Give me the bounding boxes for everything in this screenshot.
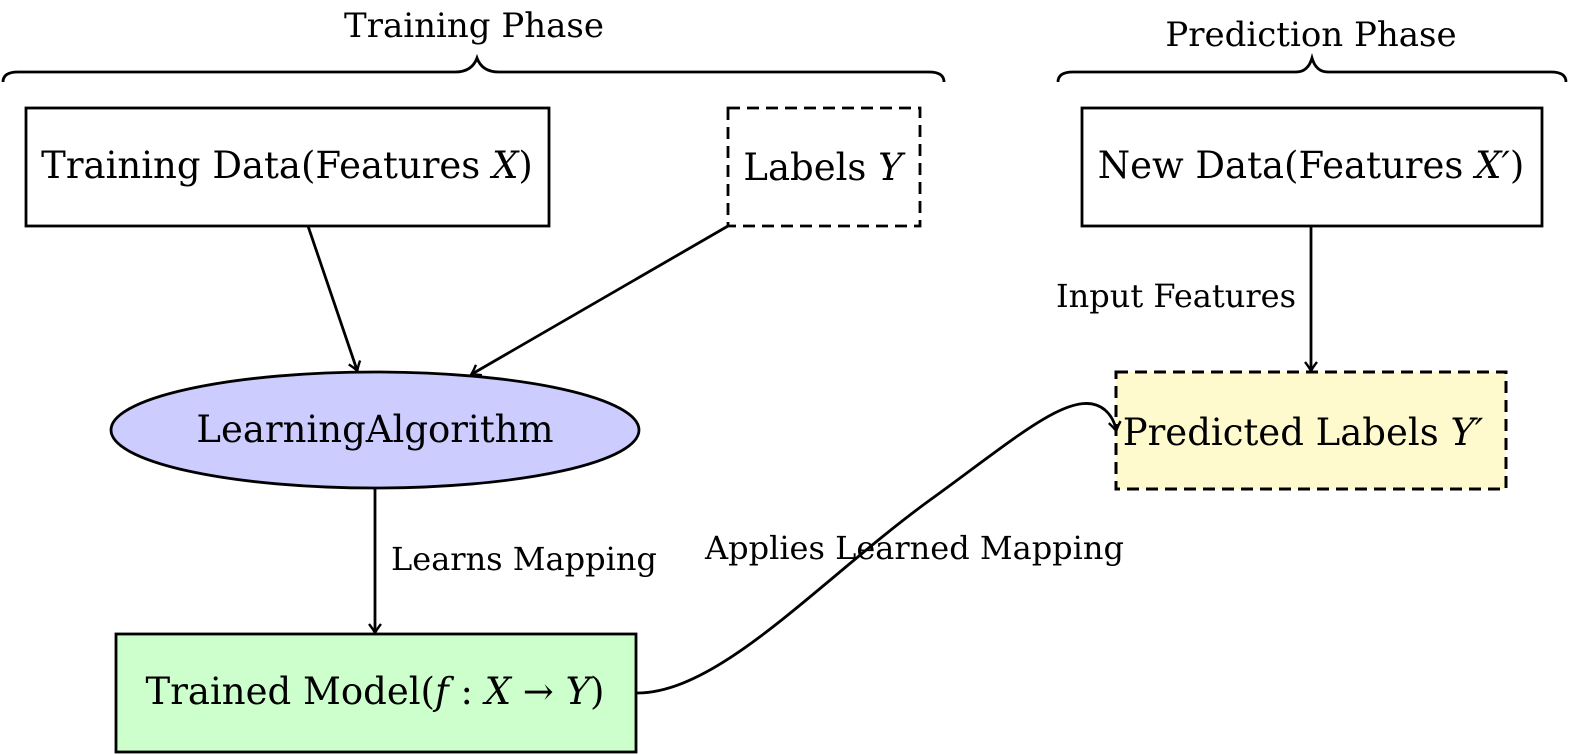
new-data-node (1080, 106, 1544, 228)
training-data-label: Training Data(Features X) (41, 144, 533, 187)
prediction-phase-label: Prediction Phase (1165, 15, 1456, 55)
edge-model-to-predicted (636, 402, 1122, 695)
learning-algorithm-node (109, 370, 641, 490)
prediction-phase-brace (1056, 52, 1568, 83)
training-data-node (24, 106, 551, 228)
new-data-label: New Data(Features X′) (1098, 144, 1525, 187)
trained-model-label: Trained Model(f : X → Y) (146, 670, 605, 713)
learning-algorithm-label: LearningAlgorithm (196, 408, 553, 451)
training-phase-brace (1, 53, 946, 83)
learns-mapping-label: Learns Mapping (391, 540, 657, 578)
edge-labels-to-algorithm (468, 224, 729, 377)
predicted-labels-node (1114, 370, 1508, 491)
input-features-label: Input Features (1056, 277, 1296, 315)
trained-model-node (114, 632, 638, 754)
labels-label: Labels Y (743, 146, 906, 189)
labels-node (726, 106, 922, 228)
applies-mapping-label: Applies Learned Mapping (704, 529, 1124, 567)
training-phase-label: Training Phase (344, 6, 604, 46)
edge-training-data-to-algorithm (306, 225, 362, 374)
predicted-labels-label: Predicted Labels Y′ (1123, 411, 1484, 454)
